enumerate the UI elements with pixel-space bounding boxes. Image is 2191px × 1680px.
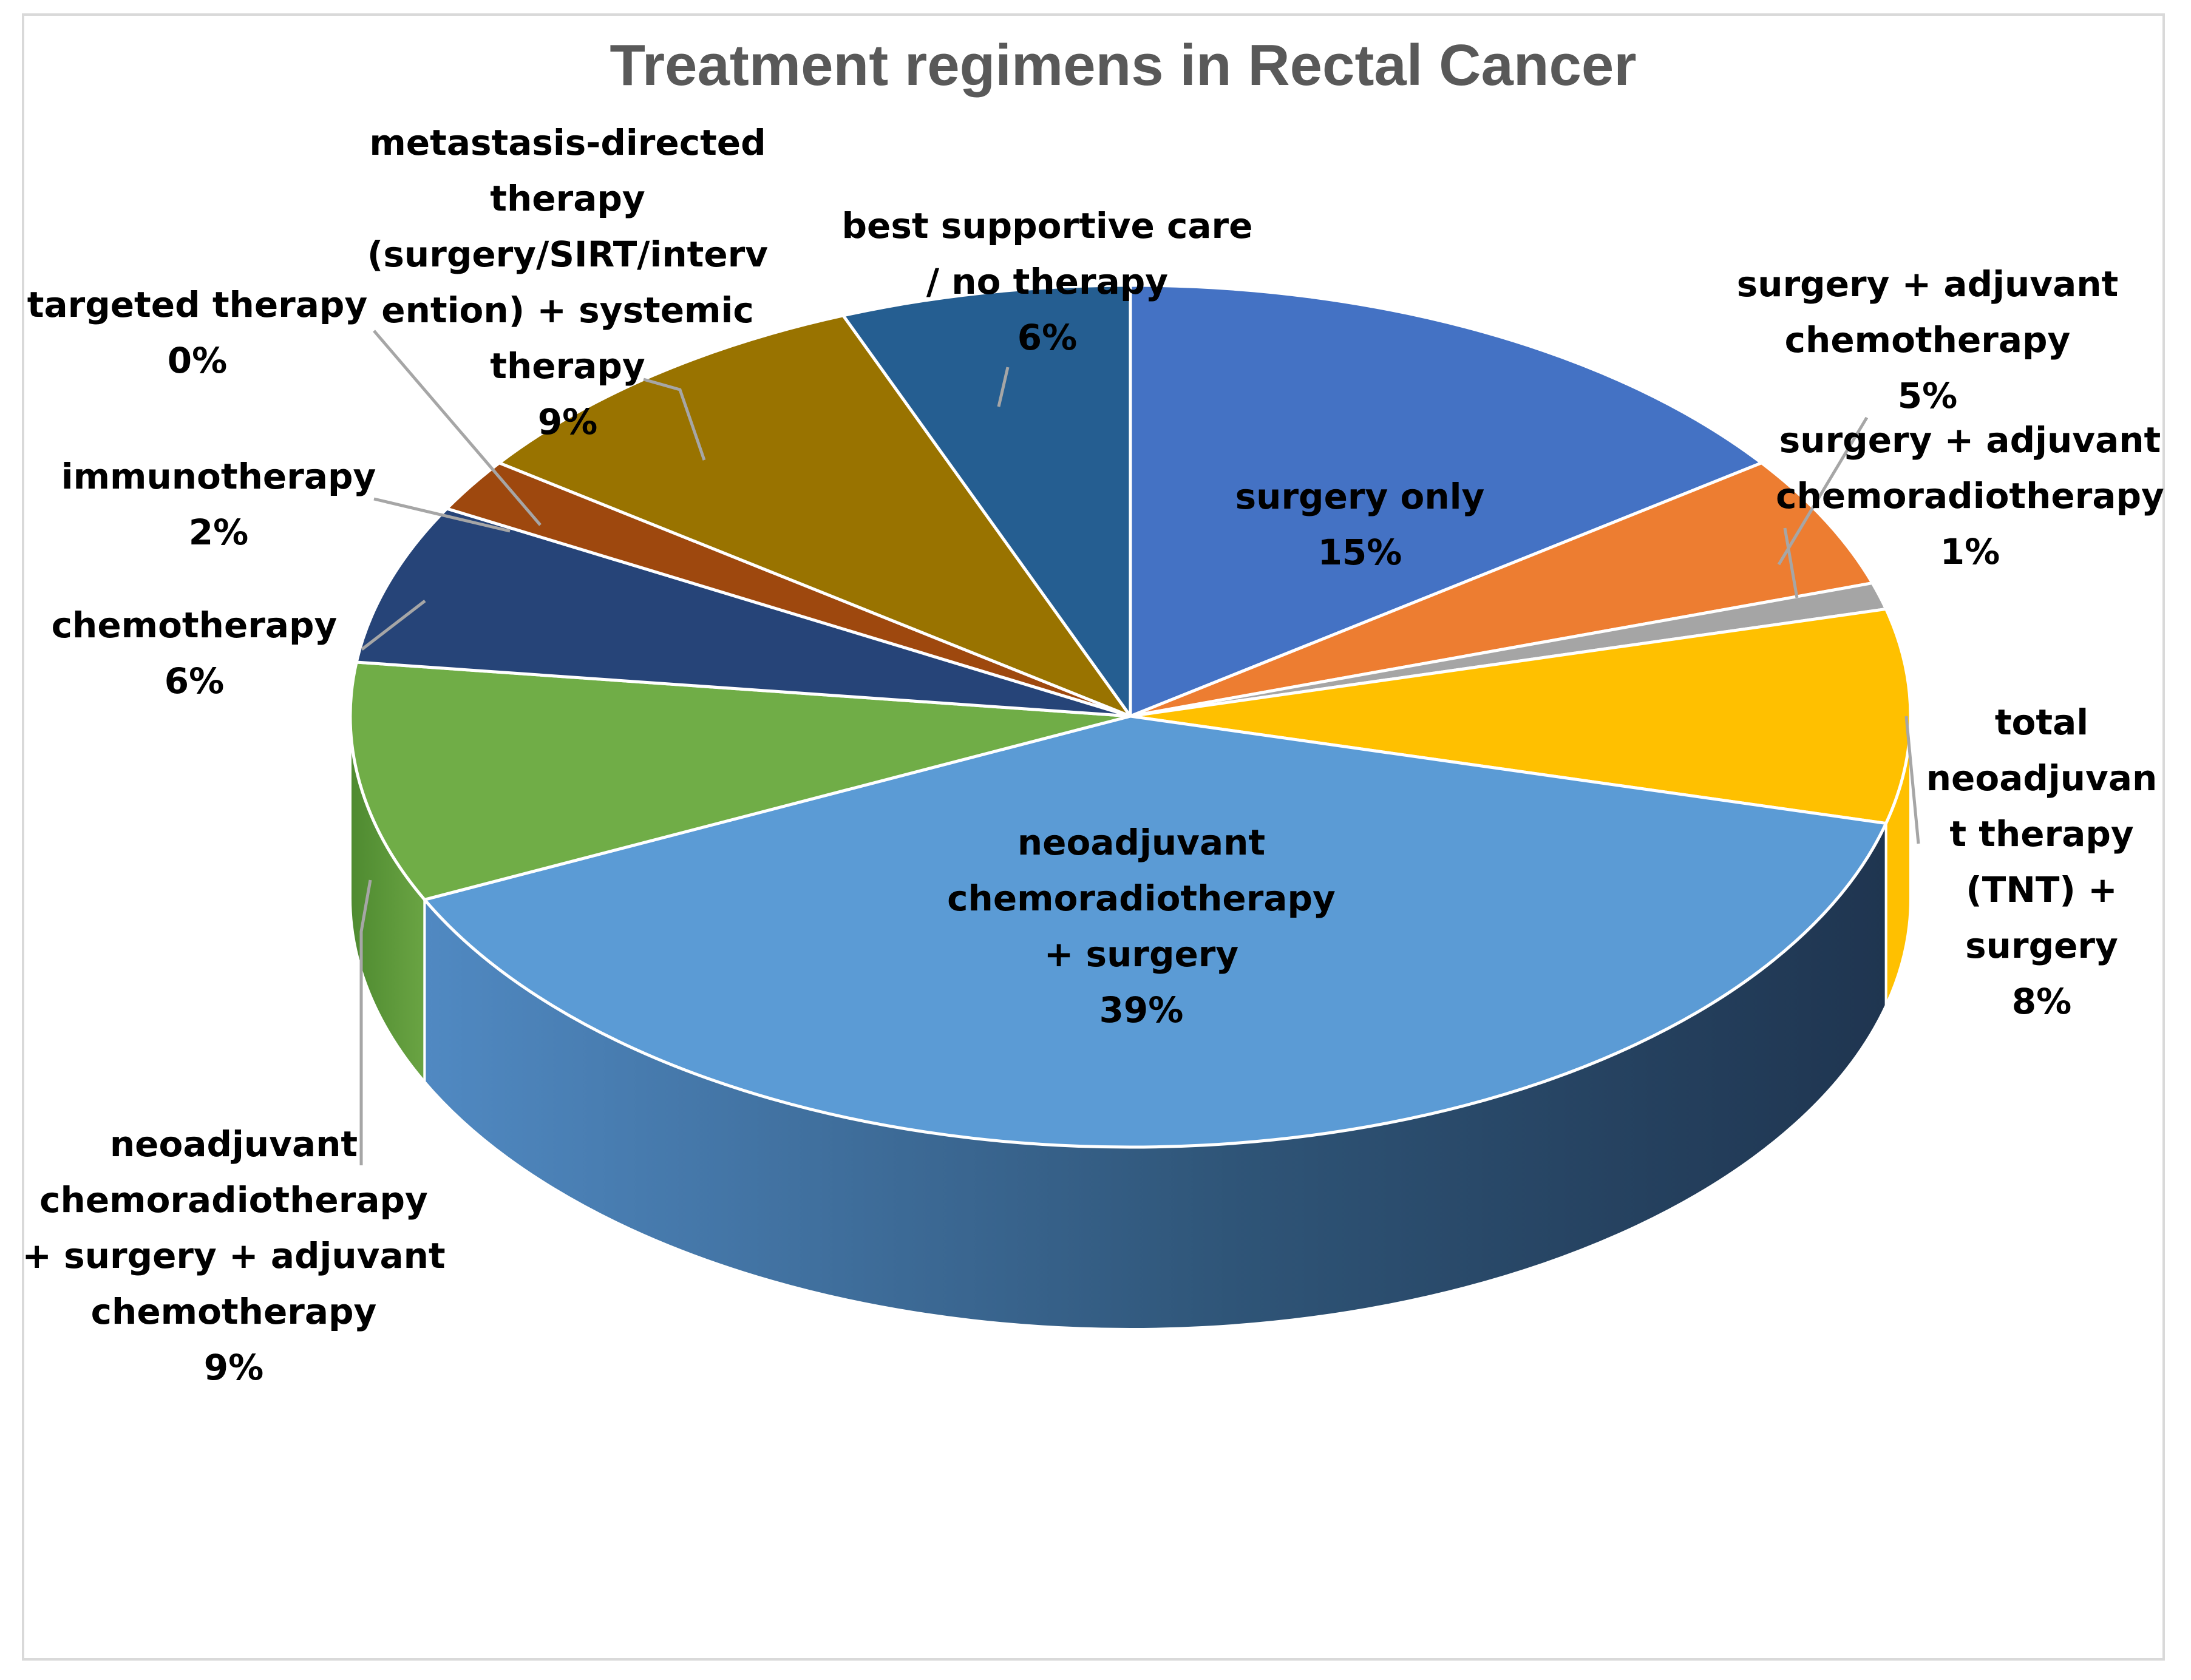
- slice-3: [1129, 607, 1912, 825]
- data-label-1: surgery + adjuvant chemotherapy 5%: [1737, 263, 2118, 416]
- data-label-8: targeted therapy 0%: [27, 284, 368, 381]
- data-label-text: (TNT) +: [1966, 869, 2117, 910]
- slice-0: [1129, 283, 1764, 718]
- data-label-text: surgery + adjuvant: [1779, 419, 2161, 461]
- data-label-text: chemotherapy: [1785, 319, 2071, 361]
- leader-line-5: [359, 879, 372, 1165]
- slice-10: [841, 283, 1132, 718]
- pie-slices: [348, 283, 1912, 1149]
- slice-5: [348, 660, 1132, 901]
- data-label-percent: 8%: [2012, 981, 2071, 1022]
- chart-title: Treatment regimens in Rectal Cancer: [610, 33, 1636, 98]
- data-label-text: therapy: [490, 178, 645, 219]
- leader-line-8: [373, 330, 542, 526]
- data-label-text: best supportive care: [842, 205, 1253, 246]
- data-label-text: / no therapy: [926, 261, 1168, 302]
- data-label-percent: 2%: [189, 512, 248, 553]
- data-label-text: surgery: [1965, 925, 2118, 966]
- slice-4: [423, 714, 1888, 1149]
- data-label-text: (surgery/SIRT/interv: [367, 234, 768, 275]
- data-label-text: + surgery + adjuvant: [22, 1235, 445, 1276]
- leader-line-7: [373, 497, 511, 533]
- data-label-text: ention) + systemic: [381, 290, 753, 331]
- data-label-5: neoadjuvant chemoradiotherapy + surgery + …: [22, 1123, 445, 1388]
- leader-line-10: [997, 367, 1010, 407]
- data-label-9: metastasis-directed therapy (surgery/SIRT/…: [367, 122, 768, 442]
- data-labels: surgery only 15% surgery + adjuvant chemoth…: [22, 122, 2164, 1388]
- data-label-0: surgery only 15%: [1235, 476, 1485, 573]
- data-label-text: chemoradiotherapy: [1776, 475, 2164, 517]
- data-label-text: chemotherapy: [91, 1291, 377, 1332]
- data-label-10: best supportive care / no therapy 6%: [842, 205, 1253, 358]
- leader-line-9: [643, 378, 706, 461]
- data-label-percent: 5%: [1898, 375, 1957, 416]
- data-label-text: metastasis-directed: [369, 122, 766, 163]
- data-label-text: chemoradiotherapy: [39, 1179, 428, 1221]
- data-label-percent: 6%: [165, 660, 224, 702]
- data-label-percent: 9%: [538, 401, 597, 442]
- data-label-percent: 39%: [1099, 989, 1184, 1031]
- data-label-text: t therapy: [1949, 813, 2133, 855]
- data-label-text: chemotherapy: [52, 605, 338, 646]
- data-label-text: surgery only: [1235, 476, 1485, 517]
- data-label-text: therapy: [490, 345, 645, 387]
- slice-6: [355, 507, 1132, 718]
- pie-side-walls: [349, 716, 1912, 1330]
- data-label-percent: 15%: [1318, 532, 1402, 573]
- leader-line-1: [1777, 416, 1869, 566]
- data-label-3: total neoadjuvan t therapy (TNT) + surgery 8%: [1926, 702, 2158, 1022]
- data-label-percent: 0%: [168, 340, 227, 381]
- data-label-text: surgery + adjuvant: [1737, 263, 2118, 305]
- leader-line-2: [1783, 527, 1799, 598]
- slice-1: [1129, 461, 1874, 718]
- data-label-text: neoadjuvant: [1017, 822, 1265, 863]
- data-label-text: + surgery: [1044, 933, 1238, 975]
- data-label-text: neoadjuvant: [110, 1123, 358, 1165]
- data-label-text: immunotherapy: [61, 456, 376, 497]
- data-label-text: neoadjuvan: [1926, 757, 2158, 799]
- data-label-6: chemotherapy 6%: [52, 605, 338, 702]
- data-label-7: immunotherapy 2%: [61, 456, 376, 553]
- data-label-text: chemoradiotherapy: [947, 878, 1336, 919]
- data-label-4: neoadjuvant chemoradiotherapy + surgery 39%: [947, 822, 1336, 1031]
- leader-lines: [359, 330, 1920, 1165]
- data-label-text: targeted therapy: [27, 284, 368, 325]
- data-label-percent: 9%: [204, 1347, 263, 1388]
- data-label-percent: 1%: [1940, 531, 2000, 572]
- slice-9: [497, 314, 1132, 718]
- data-label-percent: 6%: [1017, 317, 1077, 358]
- leader-line-6: [361, 600, 426, 651]
- data-label-2: surgery + adjuvant chemoradiotherapy 1%: [1776, 419, 2164, 572]
- leader-line-3: [1904, 716, 1920, 844]
- data-label-text: total: [1995, 702, 2088, 743]
